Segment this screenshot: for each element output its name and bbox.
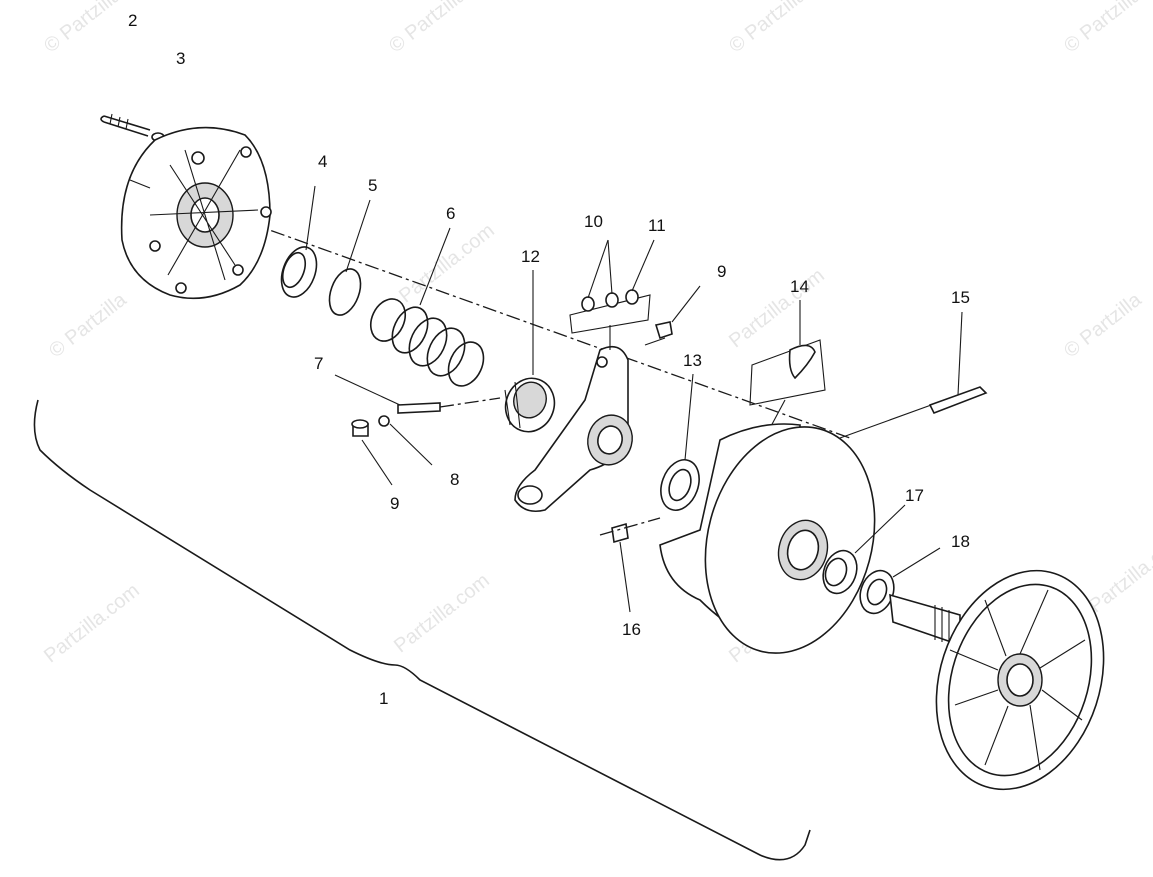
callout-5: 5: [368, 176, 378, 195]
callout-2: 2: [128, 11, 138, 30]
part-13-washer: [660, 459, 700, 511]
callout-18: 18: [951, 532, 970, 551]
callout-3: 3: [176, 49, 186, 68]
callout-17: 17: [905, 486, 924, 505]
callout-13: 13: [683, 351, 702, 370]
callout-15: 15: [951, 288, 970, 307]
assembly-bracket: [33, 399, 811, 861]
callout-11: 11: [648, 216, 666, 235]
part-16-nut: [599, 517, 661, 544]
fixed-sheave: [659, 423, 876, 654]
callout-1: 1: [379, 689, 389, 708]
callout-8: 8: [450, 470, 460, 489]
part-9-nut-upper: [644, 321, 673, 346]
part-4-bushing: [280, 246, 318, 298]
callout-9-upper: 9: [717, 262, 727, 281]
callout-10: 10: [584, 212, 603, 231]
axis-line-15: [839, 399, 946, 439]
center-arm-assembly: [514, 345, 633, 513]
spider-cover-plate: [120, 126, 272, 300]
part-2-screw: [100, 113, 151, 137]
callout-7: 7: [314, 354, 324, 373]
part-10-11-rollers: [569, 289, 651, 350]
part-15-pin: [928, 386, 988, 415]
callout-9-lower: 9: [390, 494, 400, 513]
part-5-snap-ring: [328, 268, 362, 316]
part-8-roller: [378, 415, 390, 427]
shaft-and-sheave-wheel: [889, 569, 1105, 791]
callout-4: 4: [318, 152, 328, 171]
callout-12: 12: [521, 247, 540, 266]
part-17-bushing: [822, 549, 858, 595]
part-9-nut-left: [351, 419, 369, 437]
part-14-clip: [749, 339, 826, 429]
callout-16: 16: [622, 620, 641, 639]
part-7-pin: [397, 397, 501, 414]
part-12-roller: [504, 377, 556, 433]
part-6-spring: [369, 298, 485, 387]
leader-lines: [305, 185, 963, 613]
callout-14: 14: [790, 277, 809, 296]
callout-6: 6: [446, 204, 456, 223]
